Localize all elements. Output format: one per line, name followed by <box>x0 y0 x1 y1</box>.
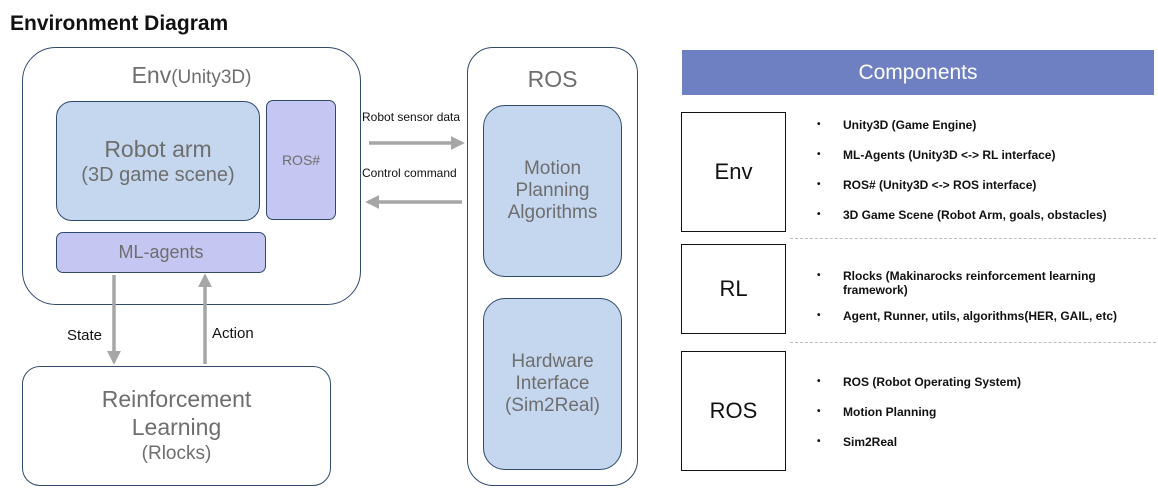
list-item: Sim2Real <box>817 435 1147 449</box>
sensor-data-label: Robot sensor data <box>362 110 461 124</box>
motion-planning-box: Motion Planning Algorithms <box>483 105 622 277</box>
list-item: Agent, Runner, utils, algorithms(HER, GA… <box>817 309 1137 323</box>
env-component-list: Unity3D (Game Engine) ML-Agents (Unity3D… <box>817 118 1147 222</box>
list-item: Motion Planning <box>817 405 1147 419</box>
component-box-env: Env <box>681 112 786 232</box>
page-title: Environment Diagram <box>10 12 229 35</box>
ros-sharp-label: ROS# <box>281 152 321 168</box>
env-label-main: Env <box>131 62 172 88</box>
ros-component-list: ROS (Robot Operating System) Motion Plan… <box>817 375 1147 449</box>
list-item: Rlocks (Makinarocks reinforcement learni… <box>817 269 1137 297</box>
list-item: ROS# (Unity3D <-> ROS interface) <box>817 178 1147 192</box>
robot-arm-box: Robot arm (3D game scene) <box>56 101 260 221</box>
component-box-ros-label: ROS <box>709 398 758 423</box>
rl-component-list: Rlocks (Makinarocks reinforcement learni… <box>817 269 1137 323</box>
component-box-rl-label: RL <box>719 276 748 301</box>
rl-line2: Learning <box>131 414 222 440</box>
ros-sharp-box: ROS# <box>266 100 336 220</box>
divider <box>790 238 1156 239</box>
component-box-rl: RL <box>681 244 786 334</box>
component-box-ros: ROS <box>681 351 786 471</box>
ros-label: ROS <box>527 66 578 92</box>
motion-line-2: Planning <box>515 180 590 201</box>
motion-line-3: Algorithms <box>507 202 598 223</box>
components-header-label: Components <box>858 60 978 84</box>
components-header: Components <box>682 50 1154 95</box>
env-label: Env(Unity3D) <box>23 62 360 89</box>
action-label: Action <box>212 325 254 342</box>
motion-line-1: Motion <box>523 158 582 179</box>
list-item: ROS (Robot Operating System) <box>817 375 1147 389</box>
hardware-line-2: Interface <box>515 373 590 394</box>
ml-agents-label: ML-agents <box>118 242 204 262</box>
env-label-sub: (Unity3D) <box>171 67 252 88</box>
list-item: Unity3D (Game Engine) <box>817 118 1147 132</box>
rl-container: Reinforcement Learning (Rlocks) <box>22 366 331 486</box>
component-box-env-label: Env <box>714 159 753 184</box>
hardware-line-3: (Sim2Real) <box>504 395 601 416</box>
list-item: 3D Game Scene (Robot Arm, goals, obstacl… <box>817 208 1147 222</box>
robot-arm-subtitle: (3D game scene) <box>81 164 235 186</box>
control-command-label: Control command <box>362 166 457 180</box>
list-item: ML-Agents (Unity3D <-> RL interface) <box>817 148 1147 162</box>
divider <box>790 342 1156 343</box>
rl-line1: Reinforcement <box>101 386 252 412</box>
rl-line3: (Rlocks) <box>141 443 212 464</box>
state-label: State <box>67 327 103 344</box>
robot-arm-title: Robot arm <box>104 136 212 162</box>
ml-agents-box: ML-agents <box>56 232 266 273</box>
hardware-interface-box: Hardware Interface (Sim2Real) <box>483 298 622 470</box>
hardware-line-1: Hardware <box>511 351 594 372</box>
